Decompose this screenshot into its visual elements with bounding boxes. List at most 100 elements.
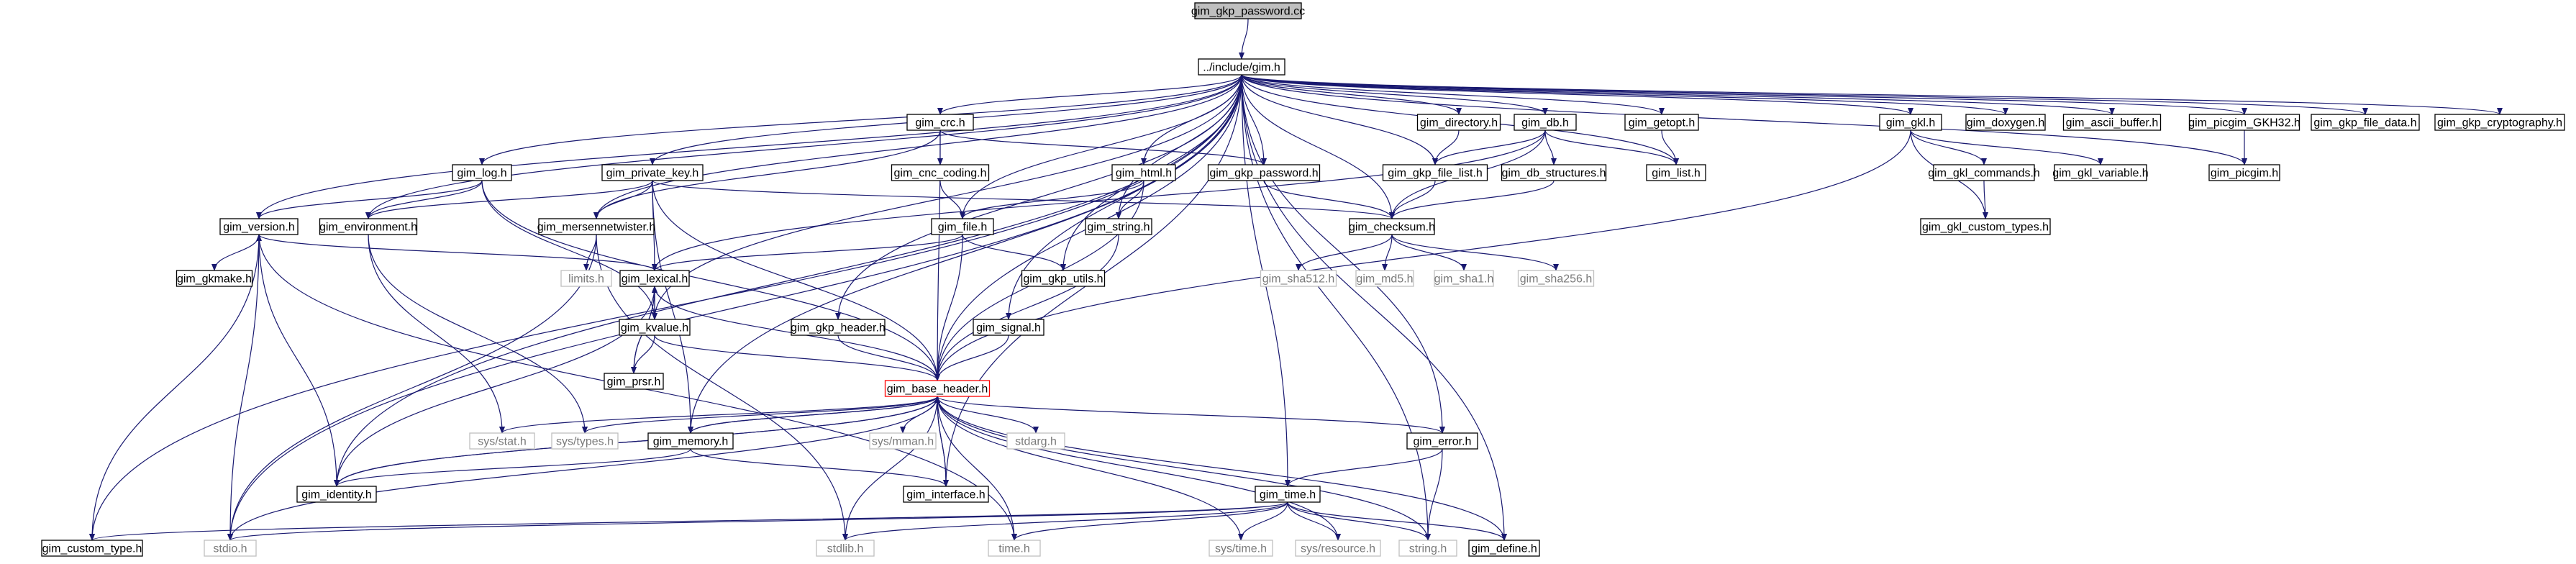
edge-gim_html_h-to-gim_string_h — [1116, 180, 1144, 219]
node-gim-doxygen-h[interactable]: gim_doxygen.h — [1965, 114, 2046, 131]
node-gim-db-h[interactable]: gim_db.h — [1514, 114, 1577, 131]
node-box — [884, 380, 991, 397]
node-gim-identity-h[interactable]: gim_identity.h — [296, 486, 377, 503]
node-gim-directory-h[interactable]: gim_directory.h — [1416, 114, 1501, 131]
edge-include_gim_h-to-gim_gkl_h — [1241, 74, 1913, 115]
edge-gim_html_h-to-gim_file_h — [960, 180, 1144, 219]
edge-include_gim_h-to-gim_gkp_header_h — [835, 74, 1242, 320]
node-label: time.h — [998, 543, 1030, 555]
node-gim-gkl-custom-types-h[interactable]: gim_gkl_custom_types.h — [1920, 218, 2051, 235]
node-gim-list-h[interactable]: gim_list.h — [1646, 164, 1706, 181]
edge-gim_error_h-to-string_h — [1425, 448, 1443, 541]
node-gim-gkp-file-list-h[interactable]: gim_gkp_file_list.h — [1382, 164, 1488, 181]
edge-gim_checksum_h-to-gim_sha1_h — [1391, 234, 1467, 271]
node-gim-environment-h[interactable]: gim_environment.h — [319, 218, 418, 235]
node-time-h: time.h — [988, 540, 1041, 557]
node-box — [619, 270, 690, 287]
edge-include_gim_h-to-gim_picgim_h — [1241, 74, 2247, 165]
node-gim-gkl-commands-h[interactable]: gim_gkl_commands.h — [1928, 164, 2040, 181]
node-gim-signal-h[interactable]: gim_signal.h — [973, 319, 1044, 336]
edge-gim_base_header_h-to-gim_define_h — [937, 396, 1507, 541]
node-label: gim_environment.h — [319, 222, 417, 234]
edge-gim_gkl_h-to-gim_gkl_variable_h — [1910, 129, 2103, 165]
node-box — [1398, 540, 1457, 557]
node-gim-html-h[interactable]: gim_html.h — [1111, 164, 1176, 181]
node-gim-custom-type-h[interactable]: gim_custom_type.h — [41, 540, 143, 557]
node-label: gim_error.h — [1414, 436, 1472, 448]
node-sys-resource-h: sys/resource.h — [1295, 540, 1381, 557]
node-gim-define-h[interactable]: gim_define.h — [1468, 540, 1540, 557]
node-gim-getopt-h[interactable]: gim_getopt.h — [1624, 114, 1699, 131]
node-string-h: string.h — [1398, 540, 1457, 557]
node-gim-gkp-password-cc[interactable]: gim_gkp_password.cc — [1191, 2, 1305, 19]
node-gim-picgim-gkh32-h[interactable]: gim_picgim_GKH32.h — [2188, 114, 2300, 131]
node-gim-picgim-h[interactable]: gim_picgim.h — [2208, 164, 2280, 181]
node-gim-crc-h[interactable]: gim_crc.h — [906, 114, 974, 131]
node-gim-gkl-variable-h[interactable]: gim_gkl_variable.h — [2052, 164, 2149, 181]
node-label: gim_string.h — [1087, 222, 1150, 234]
node-label: gim_sha512.h — [1262, 273, 1335, 286]
edge-gim_private_key_h-to-gim_base_header_h — [652, 180, 940, 381]
node-label: gim_lexical.h — [622, 273, 688, 286]
node-label: gim_picgim_GKH32.h — [2188, 117, 2300, 129]
edge-include_gim_h-to-gim_memory_h — [688, 74, 1242, 434]
node-label: gim_gkp_cryptography.h — [2437, 117, 2562, 129]
node-gim-lexical-h[interactable]: gim_lexical.h — [619, 270, 690, 287]
node-box — [1624, 114, 1699, 131]
node-gim-version-h[interactable]: gim_version.h — [219, 218, 299, 235]
node-label: sys/types.h — [556, 436, 614, 448]
node-stdio-h: stdio.h — [204, 540, 257, 557]
node-label: gim_db.h — [1521, 117, 1569, 129]
edge-include_gim_h-to-gim_gkp_cryptography_h — [1241, 74, 2503, 115]
node-gim-mersennetwister-h[interactable]: gim_mersennetwister.h — [537, 218, 656, 235]
node-label: gim_gkp_utils.h — [1023, 273, 1103, 286]
node-gim-gkp-password-h[interactable]: gim_gkp_password.h — [1207, 164, 1321, 181]
node-gim-string-h[interactable]: gim_string.h — [1085, 218, 1152, 235]
node-box — [296, 486, 377, 503]
node-gim-md5-h: gim_md5.h — [1355, 270, 1414, 287]
node-gim-ascii-buffer-h[interactable]: gim_ascii_buffer.h — [2062, 114, 2162, 131]
edge-gim_identity_h-to-gim_base_header_h — [336, 396, 940, 487]
node-sys-mman-h: sys/mman.h — [869, 432, 937, 450]
node-gim-gkp-utils-h[interactable]: gim_gkp_utils.h — [1021, 270, 1106, 287]
node-gim-gkp-header-h[interactable]: gim_gkp_header.h — [791, 319, 886, 336]
node-gim-log-h[interactable]: gim_log.h — [452, 164, 512, 181]
edge-gim_error_h-to-gim_time_h — [1285, 448, 1443, 487]
node-gim-time-h[interactable]: gim_time.h — [1255, 486, 1321, 503]
node-stdarg-h: stdarg.h — [1006, 432, 1065, 450]
node-gim-file-h[interactable]: gim_file.h — [931, 218, 994, 235]
node-gim-kvalue-h[interactable]: gim_kvalue.h — [619, 319, 691, 336]
node-gim-prsr-h[interactable]: gim_prsr.h — [604, 373, 664, 390]
node-label: gim_html.h — [1116, 168, 1172, 180]
edge-include_gim_h-to-string_h — [1241, 74, 1431, 541]
edge-gim_file_h-to-gim_gkp_utils_h — [962, 234, 1066, 271]
node-gim-gkl-h[interactable]: gim_gkl.h — [1879, 114, 1942, 131]
node-box — [1416, 114, 1501, 131]
edge-gim_time_h-to-sys_resource_h — [1287, 501, 1341, 541]
node-gim-gkmake-h[interactable]: gim_gkmake.h — [176, 270, 253, 287]
node-gim-cnc-coding-h[interactable]: gim_cnc_coding.h — [891, 164, 990, 181]
node-gim-gkp-file-data-h[interactable]: gim_gkp_file_data.h — [2311, 114, 2420, 131]
edge-gim_identity_h-to-gim_version_h — [256, 234, 337, 487]
nodes-layer: gim_gkp_password.cc ../include/gim.h gim_c… — [41, 2, 2565, 557]
node-box — [1085, 218, 1152, 235]
edge-gim_db_h-to-gim_db_structures_h — [1544, 129, 1557, 165]
edge-include_gim_h-to-gim_version_h — [256, 74, 1242, 219]
node-gim-checksum-h[interactable]: gim_checksum.h — [1349, 218, 1435, 235]
edge-gim_file_h-to-gim_lexical_h — [652, 234, 963, 271]
node-include-gim-h[interactable]: ../include/gim.h — [1198, 58, 1285, 76]
edge-include_gim_h-to-gim_gkp_password_h — [1241, 74, 1267, 165]
edge-include_gim_h-to-gim_ascii_buffer_h — [1241, 74, 2115, 115]
node-gim-db-structures-h[interactable]: gim_db_structures.h — [1501, 164, 1607, 181]
node-gim-interface-h[interactable]: gim_interface.h — [903, 486, 989, 503]
node-box — [2188, 114, 2300, 131]
node-gim-memory-h[interactable]: gim_memory.h — [647, 432, 734, 450]
node-gim-error-h[interactable]: gim_error.h — [1406, 432, 1478, 450]
node-label: gim_gkp_file_data.h — [2313, 117, 2416, 129]
edge-include_gim_h-to-gim_identity_h — [334, 74, 1242, 487]
node-gim-private-key-h[interactable]: gim_private_key.h — [601, 164, 704, 181]
node-gim-gkp-cryptography-h[interactable]: gim_gkp_cryptography.h — [2434, 114, 2565, 131]
node-gim-base-header-h[interactable]: gim_base_header.h — [884, 380, 991, 397]
node-box — [538, 218, 655, 235]
edge-gim_base_header_h-to-stdlib_h — [842, 396, 938, 541]
